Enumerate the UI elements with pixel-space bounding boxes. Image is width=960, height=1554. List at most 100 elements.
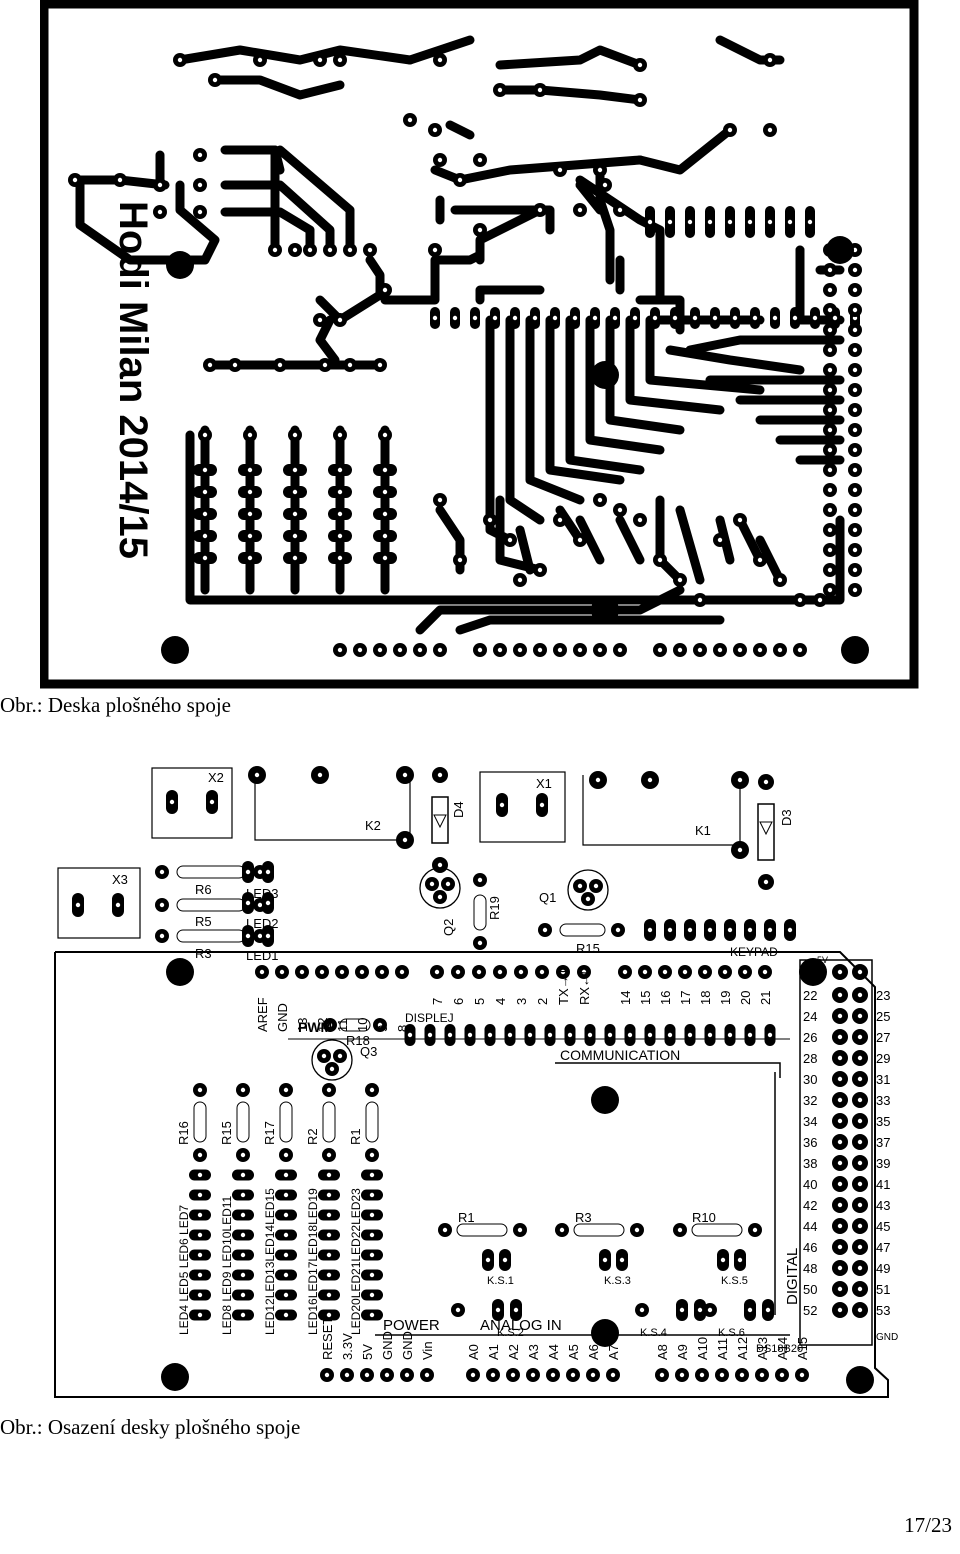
pcb-pad-hole xyxy=(254,772,260,778)
pcb-pad-hole xyxy=(857,1244,863,1250)
digital-pin-label: 34 xyxy=(803,1114,817,1129)
pcb-pad-hole xyxy=(490,1372,496,1378)
pcb-pad-hole xyxy=(197,182,203,188)
pcb-pad-hole xyxy=(283,1152,289,1158)
pcb-pad-hole xyxy=(321,1053,327,1059)
pcb-pad-hole xyxy=(857,1055,863,1061)
pcb-pad-hole xyxy=(763,779,769,785)
pcb-pad-hole xyxy=(382,511,388,517)
pcb-pad-hole xyxy=(837,1076,843,1082)
relay-k1-outline xyxy=(582,775,741,846)
pcb-pad-hole xyxy=(292,555,298,561)
pcb-pad-hole xyxy=(827,267,833,273)
pcb-pad-hole xyxy=(552,315,558,321)
header-pin-label: A10 xyxy=(695,1337,710,1360)
label-r9: R2 xyxy=(305,1128,320,1145)
pcb-pad-hole xyxy=(337,511,343,517)
pcb-pad-hole xyxy=(852,327,858,333)
pcb-trace xyxy=(575,180,605,215)
pcb-pad-hole xyxy=(779,1372,785,1378)
pcb-pad-hole xyxy=(627,1032,633,1038)
transistor-outline xyxy=(419,867,461,909)
label-keypad: KEYPAD xyxy=(730,945,778,959)
pcb-pad-hole xyxy=(197,1232,203,1238)
pcb-pad-hole xyxy=(247,467,253,473)
pcb-pad-hole xyxy=(679,1307,685,1313)
diode-symbol xyxy=(759,821,773,836)
header-pin-label: RESET xyxy=(320,1317,335,1360)
pcb-pad-hole xyxy=(832,315,838,321)
pcb-pad-hole xyxy=(499,802,505,808)
pcb-pad-hole xyxy=(619,1257,625,1263)
pcb-pad-hole xyxy=(550,1372,556,1378)
pcb-pad-hole xyxy=(417,647,423,653)
pcb-pad-hole xyxy=(699,1372,705,1378)
pcb-pad-hole xyxy=(757,647,763,653)
pcb-pad-hole xyxy=(590,1372,596,1378)
digital-pin-label: 30 xyxy=(803,1072,817,1087)
pcb-pad-hole xyxy=(240,1252,246,1258)
led-row-4: LED16LED17LED18LED19 xyxy=(306,1188,320,1335)
pcb-pad-hole xyxy=(852,407,858,413)
pcb-pad-hole xyxy=(369,1087,375,1093)
pcb-pad-hole xyxy=(602,1257,608,1263)
pcb-trace xyxy=(435,250,485,265)
pcb-trace xyxy=(545,315,625,485)
pcb-pad-hole xyxy=(202,555,208,561)
pcb-pad-hole xyxy=(667,1032,673,1038)
header-pin-label: 6 xyxy=(451,998,466,1005)
pcb-pad-hole xyxy=(857,1265,863,1271)
label-ks6: K.S.6 xyxy=(718,1327,745,1339)
pcb-pad-hole xyxy=(477,877,483,883)
label-r7: R6 xyxy=(195,882,212,897)
pcb-trace xyxy=(475,285,545,305)
pcb-pad-hole xyxy=(827,387,833,393)
header-pin-label: A8 xyxy=(655,1344,670,1360)
pcb-pad-hole xyxy=(827,427,833,433)
resistor-body xyxy=(559,923,606,937)
pcb-pad-hole xyxy=(399,969,405,975)
pcb-pad-hole xyxy=(737,777,743,783)
pcb-trace xyxy=(455,615,725,635)
pcb-pad-hole xyxy=(737,1257,743,1263)
header-pin-label: A6 xyxy=(586,1344,601,1360)
digital-header-outline xyxy=(799,959,873,1346)
pcb-pad-hole xyxy=(517,1227,523,1233)
pcb-pad-hole xyxy=(767,127,773,133)
header-pin-label: 9 xyxy=(375,1025,390,1032)
pcb-pad-hole xyxy=(697,1307,703,1313)
pcb-pad-hole xyxy=(827,487,833,493)
pcb-pad-hole xyxy=(240,1192,246,1198)
header-pin-label: 21 xyxy=(758,991,773,1005)
resistor-body xyxy=(193,1101,207,1143)
pcb-pad-hole xyxy=(662,969,668,975)
label-r8: R1 xyxy=(348,1128,363,1145)
label-5v: 5V xyxy=(817,955,828,965)
pcb-pad-hole xyxy=(659,1372,665,1378)
resistor-body xyxy=(322,1101,336,1143)
pcb-pad-hole xyxy=(737,647,743,653)
label-r13: R15 xyxy=(576,941,600,956)
pcb-pad-hole xyxy=(610,1372,616,1378)
pcb-pad-hole xyxy=(852,547,858,553)
pcb-pad-hole xyxy=(517,577,523,583)
label-analog-in: ANALOG IN xyxy=(480,1317,562,1334)
digital-pin-label: 39 xyxy=(876,1156,890,1171)
pcb-pad-hole xyxy=(369,1212,375,1218)
pcb-pad-hole xyxy=(329,1066,335,1072)
pcb-pad-hole xyxy=(772,315,778,321)
pcb-pad-hole xyxy=(377,362,383,368)
pcb-trace xyxy=(515,525,535,575)
header-pin-label: 2 xyxy=(535,998,550,1005)
pcb-pad-hole xyxy=(763,879,769,885)
pcb-pad-hole xyxy=(512,315,518,321)
pcb-pad-hole xyxy=(857,1181,863,1187)
pcb-pad-hole xyxy=(559,1227,565,1233)
pcb-pad-hole xyxy=(739,1372,745,1378)
pcb-trace xyxy=(215,75,345,100)
resistor-body xyxy=(176,898,246,912)
pcb-pad-hole xyxy=(817,597,823,603)
pcb-pad-hole xyxy=(467,1032,473,1038)
pcb-pad-hole xyxy=(727,127,733,133)
pcb-pad-hole xyxy=(240,1172,246,1178)
